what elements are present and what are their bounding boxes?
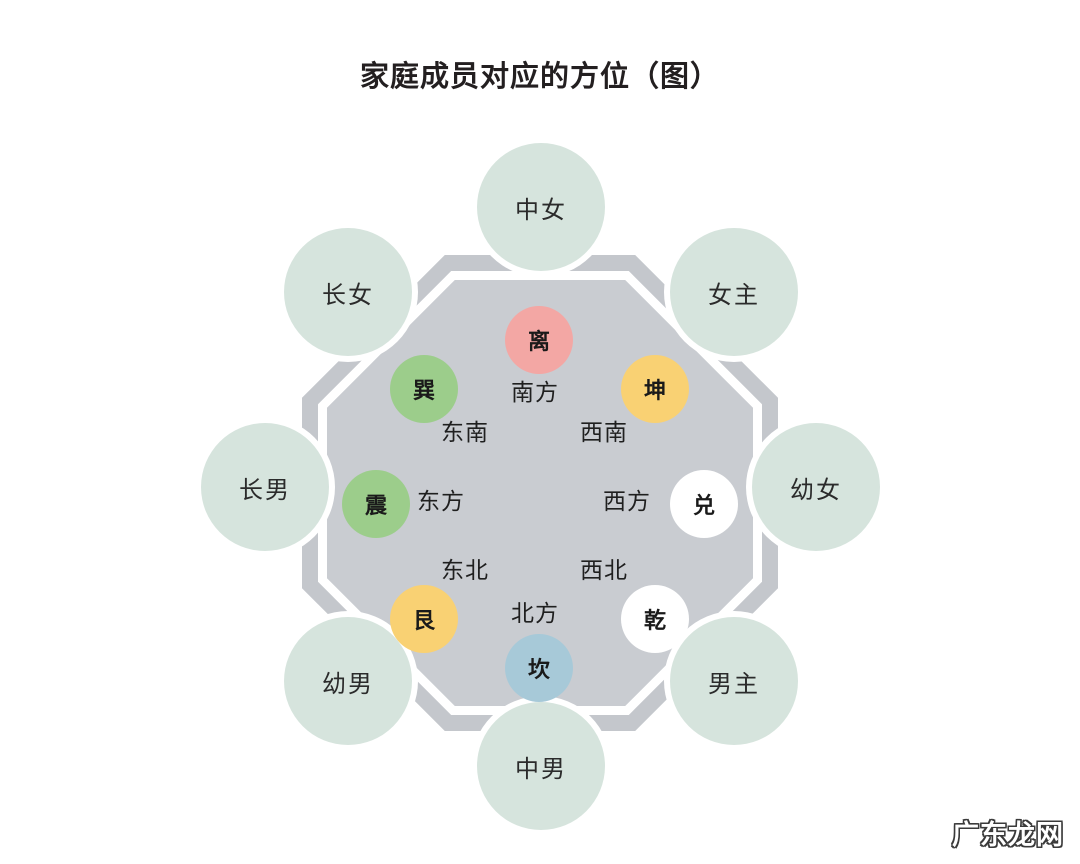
- direction-label-west: 西方: [603, 488, 651, 514]
- trigram-label: 坤: [643, 378, 666, 403]
- direction-label-northwest: 西北: [580, 557, 628, 583]
- trigram-circle-dui[interactable]: 兑: [670, 470, 738, 538]
- trigram-label: 乾: [643, 608, 666, 633]
- member-circle-eldest-daughter[interactable]: 长女: [284, 228, 412, 356]
- direction-label-south: 南方: [511, 379, 559, 405]
- trigram-circle-kun[interactable]: 坤: [621, 355, 689, 423]
- direction-label-northeast: 东北: [441, 557, 489, 583]
- direction-label-north: 北方: [511, 600, 559, 626]
- trigram-circle-li[interactable]: 离: [505, 306, 573, 374]
- trigram-circle-kan[interactable]: 坎: [505, 634, 573, 702]
- member-label: 中女: [515, 196, 567, 224]
- trigram-circle-xun[interactable]: 巽: [390, 355, 458, 423]
- page-title: 家庭成员对应的方位（图）: [359, 61, 720, 94]
- trigram-circle-qian[interactable]: 乾: [621, 585, 689, 653]
- member-circle-male-head[interactable]: 男主: [670, 617, 798, 745]
- member-circle-middle-daughter[interactable]: 中女: [477, 143, 605, 271]
- member-circle-youngest-daughter[interactable]: 幼女: [752, 423, 880, 551]
- trigram-label: 震: [364, 493, 387, 518]
- direction-label-east: 东方: [417, 488, 465, 514]
- trigram-label: 艮: [412, 608, 435, 633]
- member-label: 幼女: [790, 476, 842, 504]
- member-circle-female-head[interactable]: 女主: [670, 228, 798, 356]
- member-label: 长女: [322, 281, 374, 309]
- member-circle-middle-son[interactable]: 中男: [477, 702, 605, 830]
- trigram-label: 兑: [692, 493, 715, 518]
- member-circle-eldest-son[interactable]: 长男: [201, 423, 329, 551]
- member-label: 中男: [515, 755, 567, 783]
- trigram-circle-zhen[interactable]: 震: [342, 470, 410, 538]
- trigram-label: 巽: [412, 378, 435, 403]
- direction-label-southwest: 西南: [580, 419, 628, 445]
- site-watermark: 广东龙网: [952, 820, 1064, 850]
- member-label: 长男: [239, 476, 291, 504]
- trigram-circle-gen[interactable]: 艮: [390, 585, 458, 653]
- member-circle-youngest-son[interactable]: 幼男: [284, 617, 412, 745]
- trigram-label: 离: [527, 329, 550, 354]
- bagua-family-direction-diagram: 中女 女主 幼女 男主 中男 幼男 长男 长女 离 坤 兑 乾 坎 艮 震 巽: [0, 108, 1080, 864]
- member-label: 幼男: [322, 670, 374, 698]
- direction-label-southeast: 东南: [441, 419, 489, 445]
- member-label: 女主: [708, 281, 760, 309]
- trigram-label: 坎: [527, 657, 550, 682]
- member-label: 男主: [708, 670, 760, 698]
